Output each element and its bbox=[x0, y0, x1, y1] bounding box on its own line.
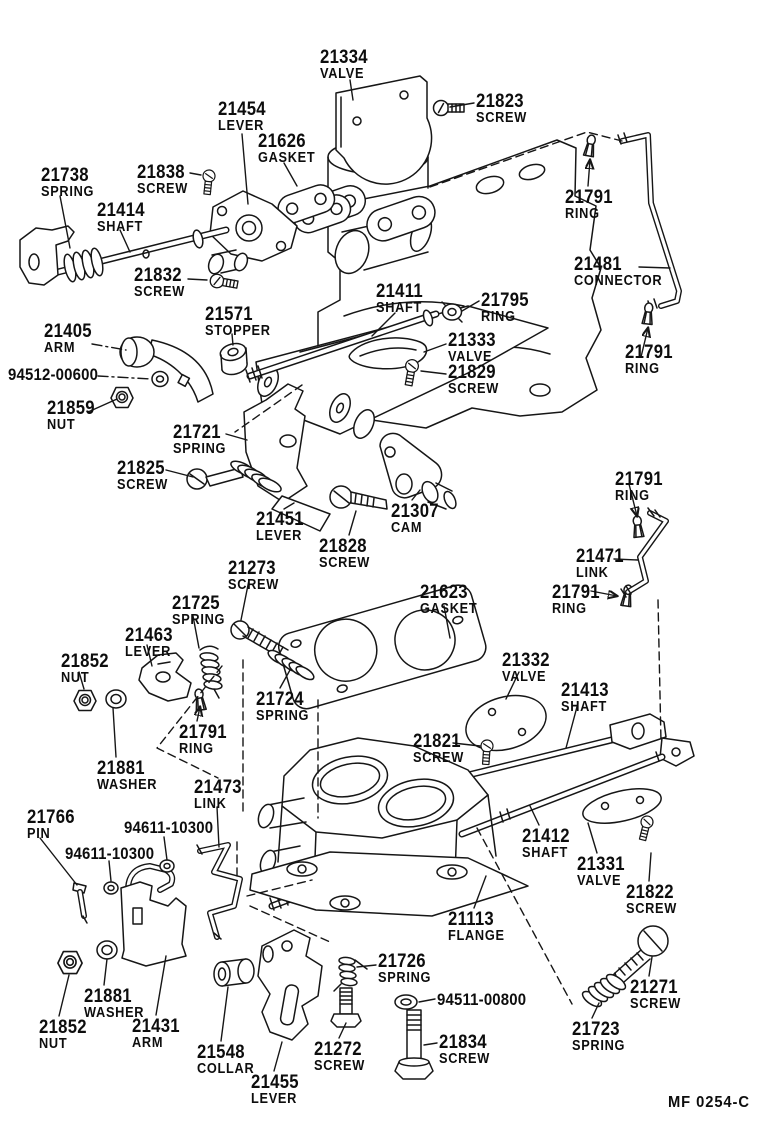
part-link-21471 bbox=[620, 507, 669, 598]
part-valve-21331 bbox=[582, 788, 662, 824]
part-washer-94512-00600 bbox=[151, 370, 169, 388]
part-washer-94611-2 bbox=[103, 881, 119, 895]
part-gasket-21626 bbox=[277, 184, 352, 234]
part-ring-21791-3 bbox=[631, 514, 645, 539]
part-ring-21791-1 bbox=[582, 133, 598, 158]
part-screw-21821 bbox=[479, 738, 495, 766]
part-shaft-21413 bbox=[443, 713, 695, 787]
part-screw-21823 bbox=[432, 99, 465, 117]
part-shaft-21414 bbox=[19, 225, 230, 286]
part-collar-21548 bbox=[213, 958, 255, 987]
part-spring-21724 bbox=[267, 649, 315, 681]
part-screw-21838 bbox=[200, 168, 217, 196]
part-arm-21405 bbox=[119, 336, 214, 403]
part-lever-21455 bbox=[257, 929, 323, 1041]
part-washer-21881-2 bbox=[96, 940, 118, 960]
part-link-21473 bbox=[196, 842, 243, 940]
part-flange-21113 bbox=[249, 737, 529, 917]
construction-lines bbox=[156, 131, 662, 1005]
part-shaft-21411 bbox=[245, 309, 440, 383]
part-nut-21852-1 bbox=[73, 689, 97, 712]
part-spring-21723 bbox=[581, 973, 627, 1008]
part-screw-21832 bbox=[208, 272, 240, 292]
part-valve-21332 bbox=[465, 694, 547, 752]
part-nut-21859 bbox=[110, 386, 134, 409]
part-washer-94511-00800 bbox=[394, 994, 418, 1010]
part-washer-94611-1 bbox=[159, 859, 175, 873]
part-lever-21463 bbox=[138, 652, 192, 702]
part-spring-21725 bbox=[199, 645, 223, 699]
part-pin-21766 bbox=[72, 882, 88, 924]
part-spring-21726 bbox=[333, 956, 368, 992]
part-screw-21828 bbox=[329, 485, 388, 510]
part-screw-21272 bbox=[330, 987, 362, 1028]
part-washer-21881-1 bbox=[105, 689, 127, 709]
part-ring-21795 bbox=[441, 301, 463, 323]
figure-code: MF 0254-C bbox=[668, 1094, 750, 1111]
part-lever-21451 bbox=[271, 495, 331, 532]
part-ring-21791-2 bbox=[641, 301, 655, 326]
part-arm-21431 bbox=[120, 863, 187, 967]
part-stopper-21571 bbox=[219, 342, 248, 376]
part-gasket-21623 bbox=[277, 584, 487, 710]
part-cam-21307 bbox=[379, 432, 457, 510]
part-screw-21273 bbox=[230, 620, 289, 660]
part-valve-21334 bbox=[335, 75, 433, 185]
leader-lines bbox=[39, 79, 671, 1072]
part-screw-21825 bbox=[186, 460, 282, 493]
part-connector-21481 bbox=[617, 132, 682, 311]
part-screw-21834 bbox=[394, 1009, 434, 1080]
part-lever-21454 bbox=[207, 190, 298, 275]
part-screw-21822 bbox=[636, 814, 655, 842]
part-nut-21852-2 bbox=[57, 950, 83, 975]
